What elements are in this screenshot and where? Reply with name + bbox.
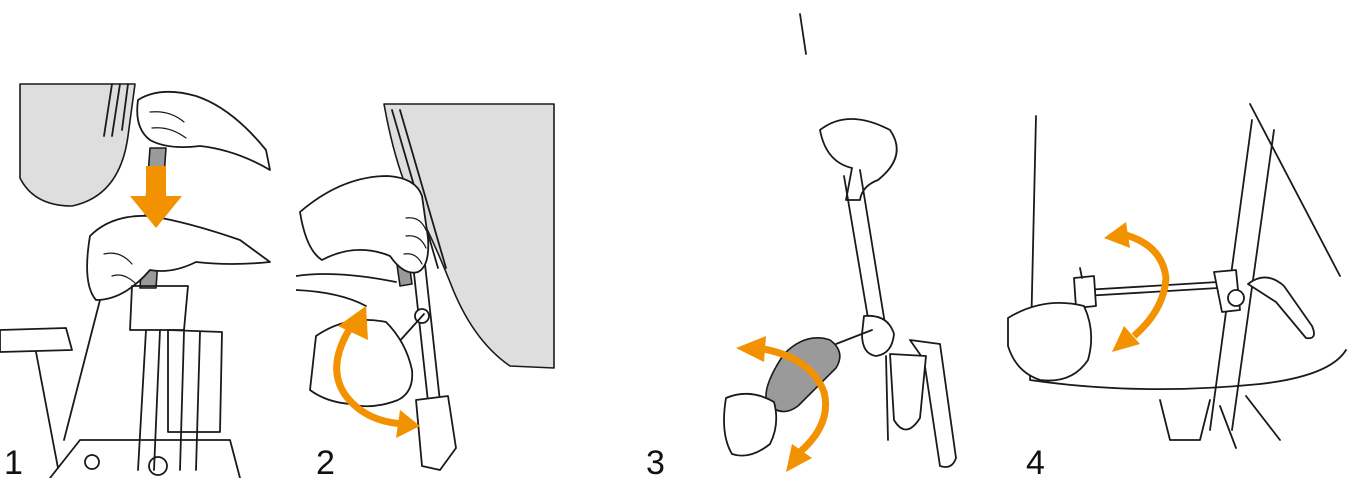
step-number: 4 bbox=[1026, 446, 1045, 480]
step-1-illustration bbox=[0, 0, 290, 478]
step-number: 3 bbox=[646, 446, 665, 480]
step-3-panel: 3 bbox=[640, 0, 980, 478]
step-3-illustration bbox=[640, 0, 980, 478]
step-4-panel: 4 bbox=[1000, 0, 1357, 478]
step-2-illustration bbox=[296, 0, 566, 478]
step-number: 1 bbox=[4, 446, 23, 480]
step-4-illustration bbox=[1000, 0, 1357, 478]
step-number: 2 bbox=[316, 446, 335, 480]
step-1-panel: 1 bbox=[0, 0, 290, 478]
step-2-panel: 2 bbox=[296, 0, 566, 478]
